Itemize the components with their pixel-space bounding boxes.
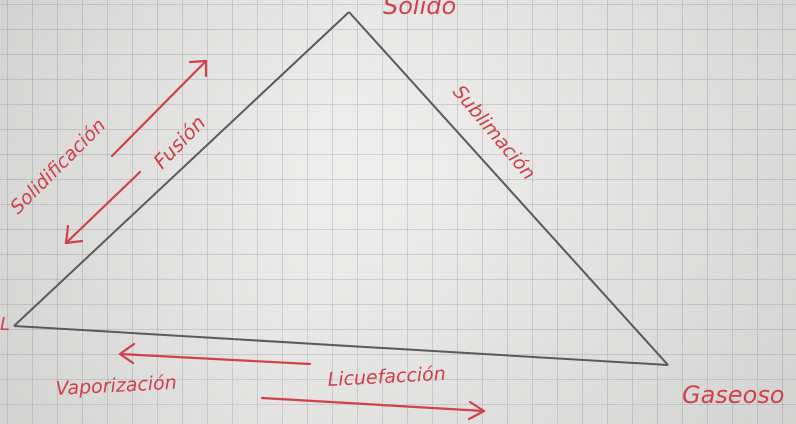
- label-sublimacion: Sublimación: [448, 81, 540, 184]
- edge-liquid-gas: [13, 325, 669, 366]
- licuefaccion-arrow: [260, 396, 486, 421]
- edge-solid-gas: [348, 11, 669, 366]
- edge-solid-liquid: [13, 11, 350, 327]
- vertex-label-gas: Gaseoso: [682, 381, 784, 409]
- label-solidificacion: Solidificación: [6, 114, 110, 218]
- vertex-label-solid: Sólido: [383, 0, 456, 20]
- label-licuefaccion: Licuefacción: [327, 363, 446, 391]
- label-vaporizacion: Vaporización: [55, 372, 177, 400]
- vertex-label-liquid: L: [0, 314, 10, 335]
- solidification-arrow: [64, 170, 142, 245]
- vaporization-arrow: [118, 342, 312, 366]
- fusion-arrow: [110, 59, 208, 158]
- label-fusion: Fusión: [148, 111, 210, 174]
